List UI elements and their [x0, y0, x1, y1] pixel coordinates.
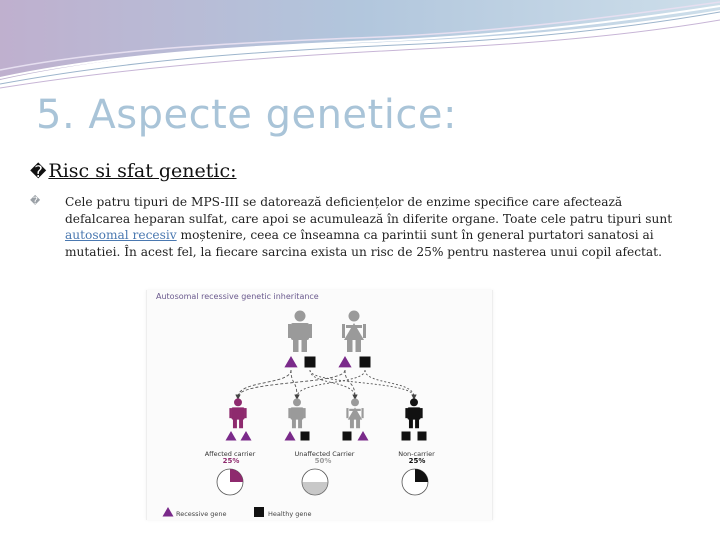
child-figure-2-part	[298, 418, 303, 429]
mother-recessive-gene	[338, 356, 352, 368]
father-recessive-gene	[284, 356, 298, 368]
child-figure-2-part	[290, 407, 304, 420]
body-paragraph: � Cele patru tipuri de MPS-III se datore…	[30, 194, 690, 260]
mother-healthy-gene	[359, 356, 371, 368]
child-figure-3-part	[349, 408, 361, 411]
outcome-pie-fill-1	[230, 469, 243, 482]
child-figure-1-part	[239, 418, 244, 429]
inheritance-arrow	[309, 369, 358, 400]
father-figure-part	[301, 339, 307, 352]
child-figure-2	[288, 398, 306, 429]
child-figure-3-part	[361, 408, 364, 419]
inheritance-arrow	[344, 369, 358, 400]
paragraph-bullet-icon: �	[30, 196, 41, 207]
child-figure-1-part	[231, 407, 245, 420]
father-figure-part	[309, 324, 312, 338]
child-figure-2-part	[293, 398, 301, 407]
child2-recessive-gene	[284, 431, 296, 441]
child-figure-2-part	[288, 408, 291, 419]
inheritance-arrow	[294, 369, 366, 400]
child-figure-2-part	[303, 408, 306, 419]
outcome-percent-unaffected: 50%	[314, 457, 332, 465]
child3-healthy-gene	[342, 431, 352, 441]
child-figure-3-part	[346, 408, 349, 419]
child-figure-3	[346, 398, 364, 429]
child-figure-4	[405, 398, 423, 429]
autosomal-recessive-link[interactable]: autosomal recesiv	[65, 228, 177, 243]
child4-healthy-gene-a	[401, 431, 411, 441]
inheritance-arrow	[364, 369, 417, 400]
outcome-label-noncarrier: Non-carrier	[398, 450, 435, 458]
father-figure-part	[288, 324, 291, 338]
mother-figure-part	[344, 323, 364, 340]
section-heading-text: Risc si sfat genetic:	[48, 160, 237, 182]
diagram-title: Autosomal recessive genetic inheritance	[156, 292, 319, 301]
child-figure-4-part	[408, 418, 413, 429]
child-figure-1-part	[232, 418, 237, 429]
section-heading: �Risc si sfat genetic:	[30, 160, 237, 182]
outcome-percent-affected: 25%	[222, 457, 240, 465]
child1-recessive-gene-a	[225, 431, 237, 441]
slide-title: 5. Aspecte genetice:	[36, 92, 457, 138]
outcome-percent-noncarrier: 25%	[408, 457, 426, 465]
child4-healthy-gene-b	[417, 431, 427, 441]
child-figure-1-part	[229, 408, 232, 419]
header-wave-decoration	[0, 0, 720, 89]
child-figure-4-part	[405, 408, 408, 419]
father-figure-part	[291, 323, 309, 340]
child-figure-4-part	[420, 408, 423, 419]
mother-figure-part	[348, 310, 360, 322]
legend-recessive-triangle-icon	[162, 507, 174, 517]
outcome-pie-fill-3	[415, 469, 428, 482]
mother-figure-part	[355, 339, 361, 352]
mother-figure-part	[342, 324, 345, 338]
mother-figure	[342, 310, 366, 352]
child-figure-2-part	[291, 418, 296, 429]
heading-bullet-icon: �	[30, 162, 47, 181]
outcome-pie-fill-2	[302, 482, 328, 495]
father-figure-part	[294, 310, 306, 322]
father-figure-part	[293, 339, 299, 352]
child-figure-4-part	[410, 398, 418, 407]
child1-recessive-gene-b	[240, 431, 252, 441]
father-figure	[288, 310, 312, 352]
paragraph-text-end: moștenire, ceea ce înseamna ca parintii …	[65, 228, 662, 259]
child2-healthy-gene	[300, 431, 310, 441]
child-figure-3-part	[349, 418, 354, 429]
mother-figure-part	[346, 325, 362, 328]
child-figure-1	[229, 398, 247, 429]
inheritance-arrow	[235, 369, 346, 400]
inheritance-diagram: Autosomal recessive genetic inheritance …	[146, 290, 493, 520]
mother-figure-part	[363, 324, 366, 338]
child-figure-4-part	[407, 407, 421, 420]
child-figure-1-part	[234, 398, 242, 407]
legend-recessive-label: Recessive gene	[176, 510, 227, 518]
inheritance-arrow	[235, 369, 292, 400]
diagram-graphic	[162, 310, 429, 517]
child-figure-3-part	[351, 398, 359, 407]
mother-figure-part	[347, 339, 353, 352]
child3-recessive-gene	[357, 431, 369, 441]
child-figure-3-part	[347, 407, 363, 420]
child-figure-3-part	[356, 418, 361, 429]
legend-healthy-square-icon	[254, 507, 264, 517]
child-figure-4-part	[415, 418, 420, 429]
outcome-label-unaffected: Unaffected Carrier	[294, 450, 355, 458]
father-healthy-gene	[304, 356, 316, 368]
paragraph-text-start: Cele patru tipuri de MPS-III se datoreaz…	[65, 195, 673, 226]
inheritance-arrow	[290, 369, 300, 400]
outcome-label-affected: Affected carrier	[204, 450, 256, 458]
child-figure-1-part	[244, 408, 247, 419]
legend-healthy-label: Healthy gene	[268, 510, 312, 518]
inheritance-arrow	[309, 369, 417, 400]
